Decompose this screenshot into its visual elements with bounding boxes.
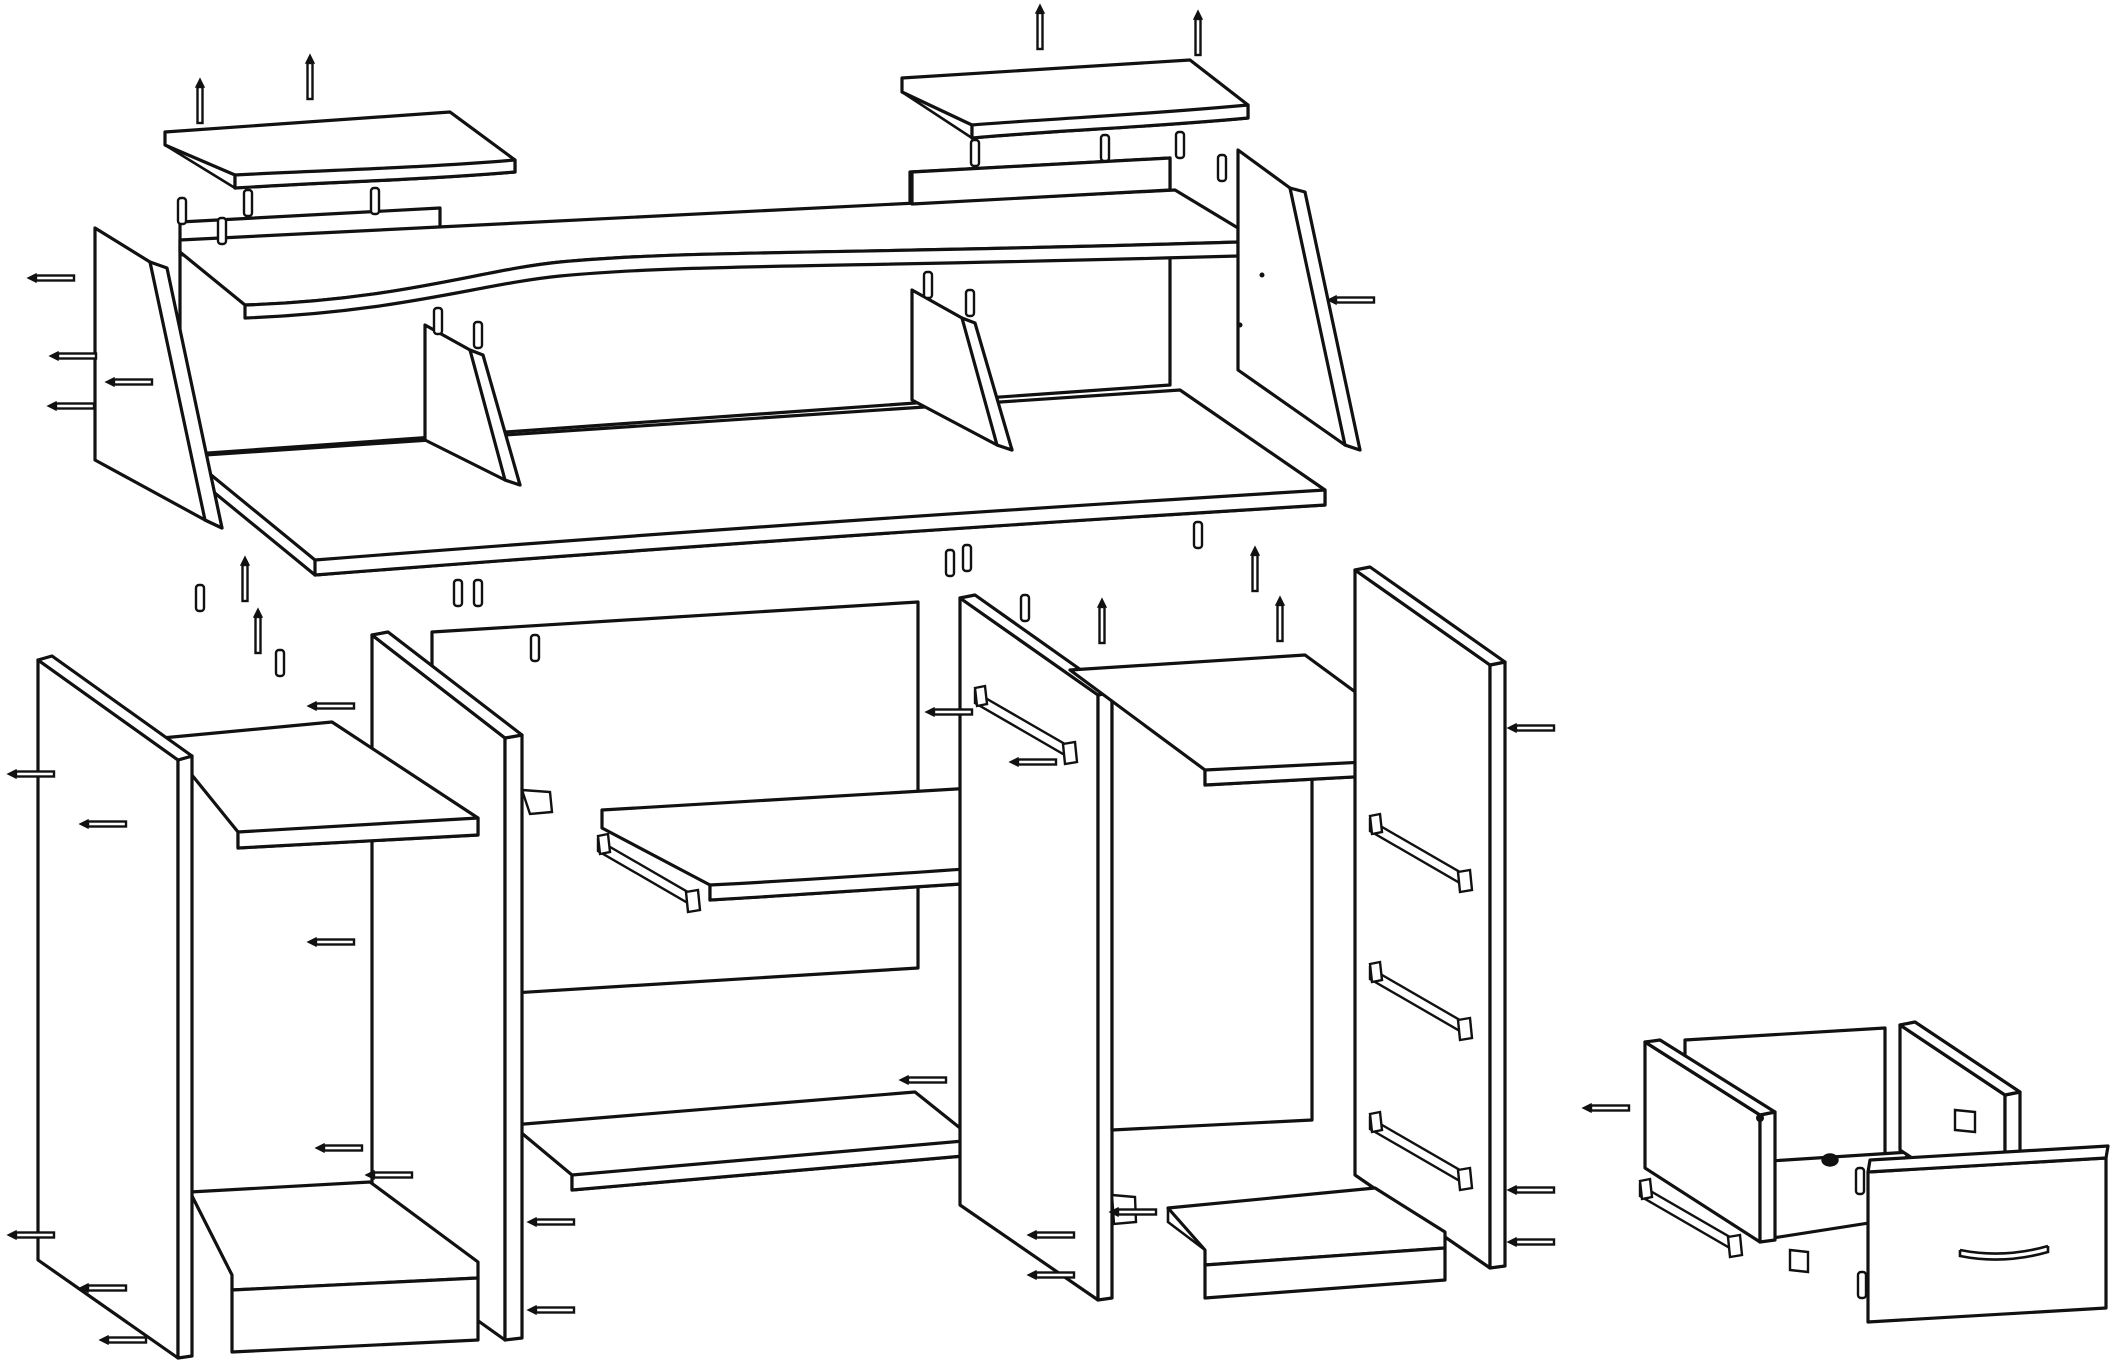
drawer-bracket-left [1788, 1248, 1810, 1274]
left-kick-plate [230, 1276, 480, 1354]
left-cabinet [6, 630, 576, 1360]
right-outer-side-panel [1353, 568, 1492, 1270]
drawer [1581, 1020, 2110, 1324]
right-cabinet [1068, 565, 1556, 1300]
center-divider-panel [898, 593, 1138, 1302]
left-outer-side-panel [36, 658, 180, 1360]
drawer-bracket-right [1953, 1108, 1977, 1134]
desktop-front-edge [313, 488, 1327, 577]
drawer-front [1866, 1156, 2108, 1324]
hutch-rear-upper [910, 156, 1172, 206]
desk-hutch-top [26, 3, 1376, 678]
drawer-handle [1958, 1244, 2050, 1261]
